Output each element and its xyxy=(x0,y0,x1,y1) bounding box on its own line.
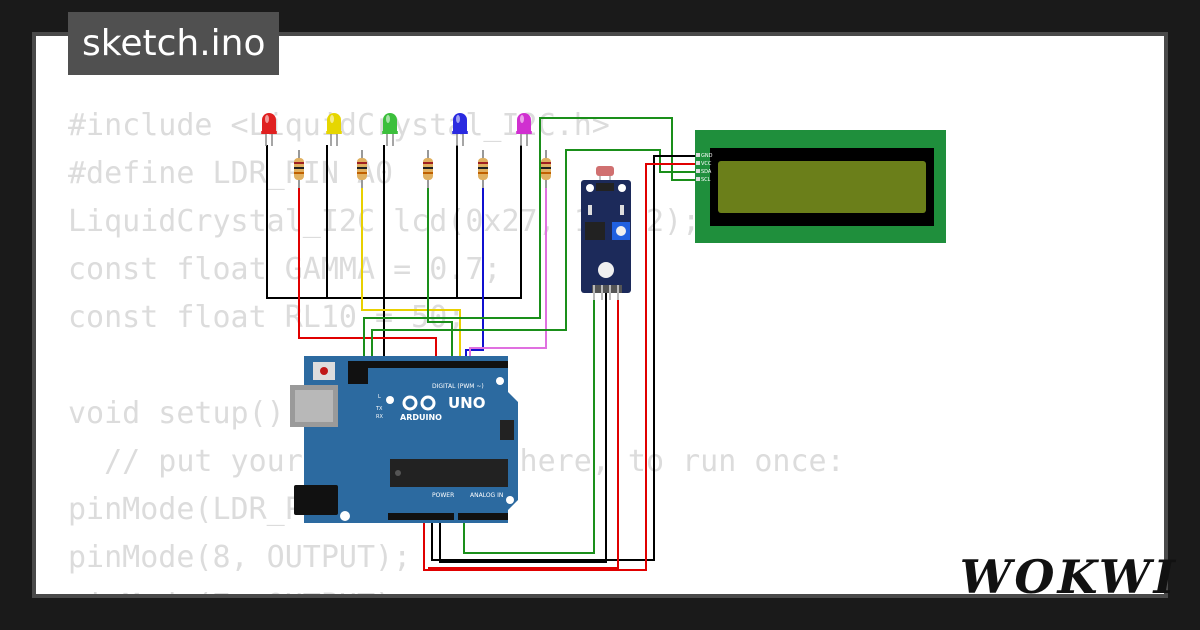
led[interactable] xyxy=(516,113,532,146)
ldr-sensor-module[interactable] xyxy=(581,166,631,300)
lcd-pin-gnd: GND xyxy=(701,153,713,159)
wire-sensor-vcc[interactable] xyxy=(428,292,619,569)
ldr-photoresistor xyxy=(596,166,614,176)
power-label: POWER xyxy=(432,492,454,499)
digital-label: DIGITAL (PWM ~) xyxy=(432,383,484,390)
led[interactable] xyxy=(326,113,342,146)
analog-label: ANALOG IN xyxy=(470,492,503,499)
lcd-pin-sda: SDA xyxy=(701,169,712,175)
arduino-logo xyxy=(402,395,436,411)
resistor[interactable] xyxy=(357,150,367,188)
lcd-screen xyxy=(718,161,926,213)
resistor-group xyxy=(294,150,551,188)
power-header xyxy=(388,513,454,520)
rx-led-label: RX xyxy=(376,414,383,420)
wire-green-lcd-1[interactable] xyxy=(363,117,698,362)
wire-sensor-signal[interactable] xyxy=(463,292,595,554)
uno-label: UNO xyxy=(448,394,486,412)
resistor[interactable] xyxy=(423,150,433,188)
resistor[interactable] xyxy=(294,150,304,188)
power-jack xyxy=(294,485,338,515)
atmega-chip xyxy=(390,459,508,487)
wire-blue-led[interactable] xyxy=(465,185,484,362)
code-line: pinMode(7, OUTPUT); xyxy=(68,582,845,594)
resistor[interactable] xyxy=(478,150,488,188)
wire-green-led[interactable] xyxy=(427,185,453,362)
code-line: #include <LiquidCrystal_I2C.h> xyxy=(68,108,610,143)
lcd-display[interactable]: GND VCC SDA SCL xyxy=(695,130,946,243)
resistor[interactable] xyxy=(541,150,551,188)
lcd-pins: GND VCC SDA SCL xyxy=(696,153,713,183)
sensor-chip xyxy=(585,222,605,240)
wire-green-lcd-2[interactable] xyxy=(371,149,698,362)
wire-yellow-led[interactable] xyxy=(361,185,461,362)
led[interactable] xyxy=(452,113,468,146)
sensor-pcb xyxy=(581,180,631,293)
wire-pink-led[interactable] xyxy=(469,185,547,362)
led-group xyxy=(261,113,532,146)
wire-sensor-gnd[interactable] xyxy=(439,292,607,563)
led[interactable] xyxy=(261,113,277,146)
wire-lcd-vcc[interactable] xyxy=(423,163,698,571)
code-line: pinMode(8, OUTPUT); xyxy=(68,540,412,575)
tx-led-label: TX xyxy=(375,406,383,412)
led[interactable] xyxy=(382,113,398,146)
l-led-label: L xyxy=(378,394,381,400)
wokwi-logo: WOKWI xyxy=(959,550,1178,604)
lcd-pin-scl: SCL xyxy=(701,177,711,183)
analog-header xyxy=(458,513,508,520)
wire-red-led[interactable] xyxy=(298,185,437,362)
filename-tab[interactable]: sketch.ino xyxy=(68,12,280,75)
wires xyxy=(266,117,698,571)
arduino-label: ARDUINO xyxy=(400,413,442,422)
on-label: ON xyxy=(522,408,530,414)
wire-gnd-rail[interactable] xyxy=(266,145,522,299)
digital-header xyxy=(348,361,508,368)
lcd-pin-vcc: VCC xyxy=(701,161,712,167)
wire-lcd-gnd[interactable] xyxy=(431,155,698,561)
arduino-uno-board[interactable]: DIGITAL (PWM ~) UNO ARDUINO POWER ANALOG… xyxy=(290,356,530,523)
code-line: #define LDR_PIN A0 xyxy=(68,156,394,191)
